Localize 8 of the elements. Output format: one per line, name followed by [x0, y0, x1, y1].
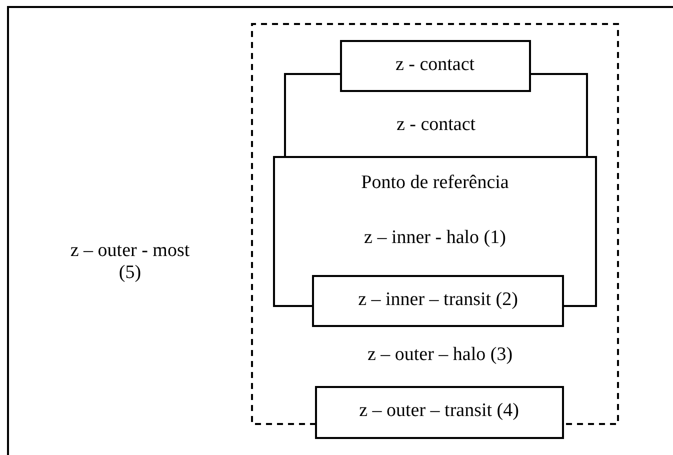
sub-label: z – inner - halo (1)	[363, 227, 507, 249]
region-label: Ponto de referência	[360, 172, 510, 194]
region-label: z - contact	[394, 54, 476, 76]
region-label: z – outer – halo (3)	[366, 344, 514, 366]
region-label: z – inner – transit (2)	[357, 289, 519, 311]
region-label: z – outer - most (5)	[69, 240, 191, 284]
region-label: z - contact	[395, 114, 477, 136]
region-label: z – outer – transit (4)	[358, 400, 520, 422]
